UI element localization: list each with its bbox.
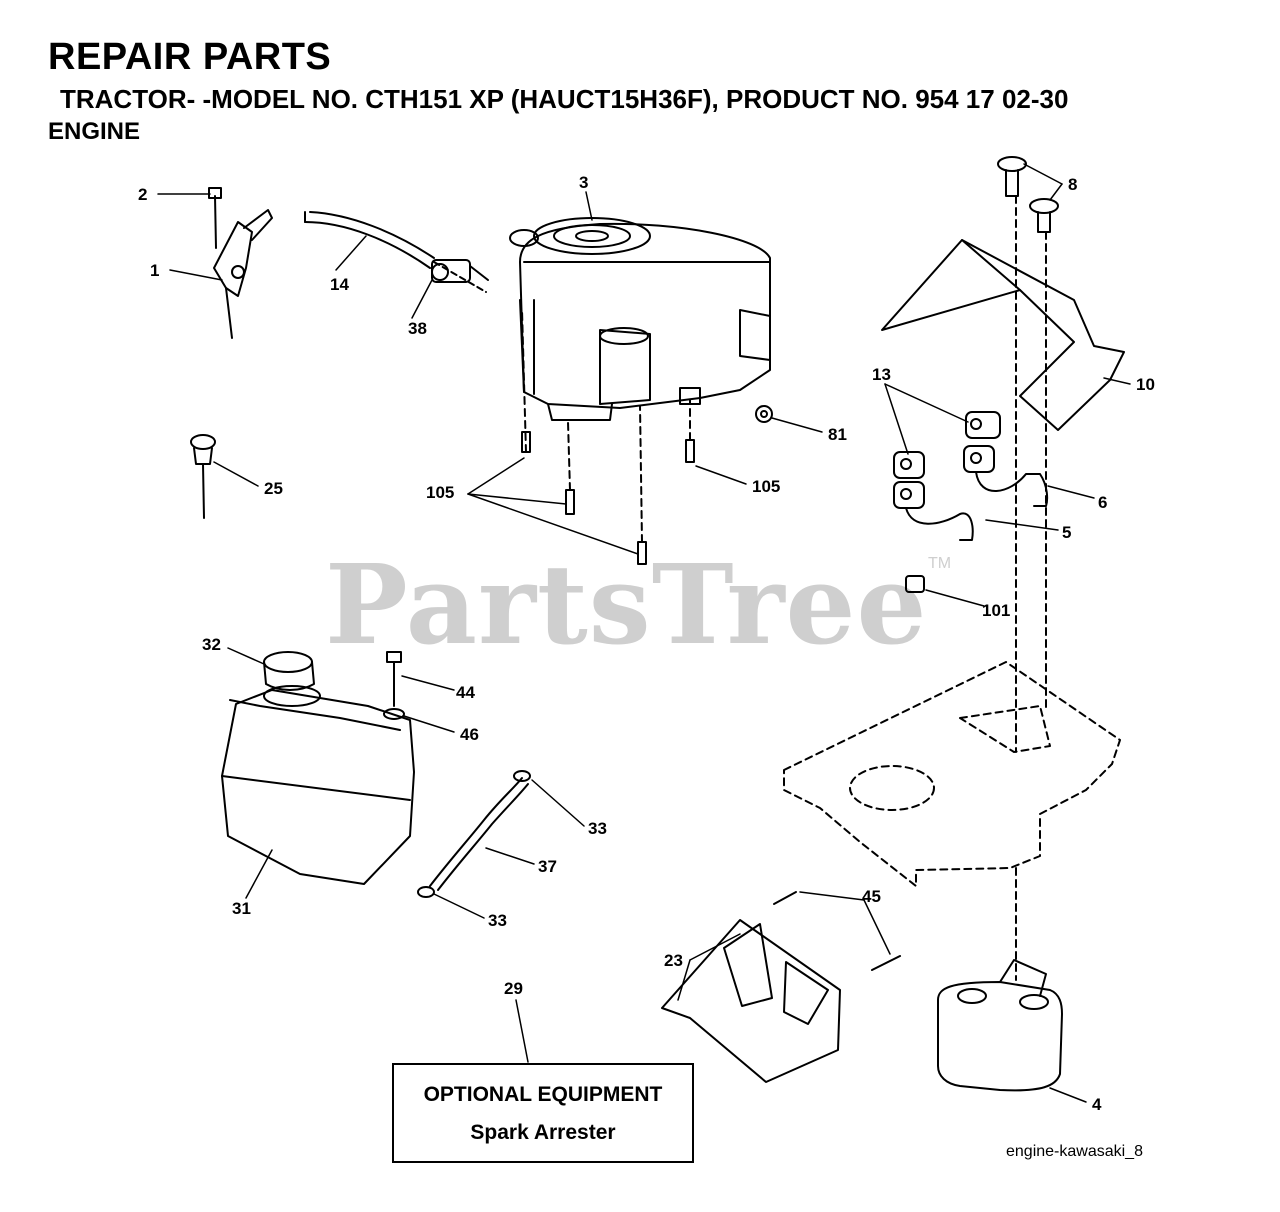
part-engine-bolts (521, 431, 695, 565)
optional-equipment-item: Spark Arrester (470, 1121, 616, 1144)
callout-14: 14 (330, 275, 349, 294)
callout-33b: 33 (488, 911, 507, 930)
callout-31: 31 (232, 899, 251, 918)
callout-46: 46 (460, 725, 479, 744)
callout-29: 29 (504, 979, 523, 998)
part-engine (509, 217, 771, 421)
callout-45: 45 (862, 887, 881, 906)
model-subtitle: TRACTOR- -MODEL NO. CTH151 XP (HAUCT15H3… (60, 84, 1069, 114)
callout-4: 4 (1092, 1095, 1102, 1114)
part-spacer-101 (905, 575, 925, 593)
callout-13: 13 (872, 365, 891, 384)
leader-lines (157, 163, 1131, 1103)
part-heat-shield (881, 239, 1125, 431)
callout-23: 23 (664, 951, 683, 970)
page-title: REPAIR PARTS (48, 36, 332, 78)
callout-3: 3 (579, 173, 588, 192)
optional-equipment-title: OPTIONAL EQUIPMENT (423, 1083, 663, 1106)
callout-25: 25 (264, 479, 283, 498)
callout-101: 101 (982, 601, 1010, 620)
callout-105b: 105 (752, 477, 780, 496)
callout-10: 10 (1136, 375, 1155, 394)
part-nut-81 (755, 405, 773, 423)
callout-105a: 105 (426, 483, 454, 502)
optional-equipment-box: OPTIONAL EQUIPMENT Spark Arrester (392, 1063, 694, 1163)
part-exhaust-pipes (893, 411, 1049, 541)
callout-2: 2 (138, 185, 147, 204)
callout-38: 38 (408, 319, 427, 338)
part-dipstick (190, 434, 216, 519)
callout-5: 5 (1062, 523, 1071, 542)
callout-44: 44 (456, 683, 475, 702)
watermark-logo: PartsTree (325, 540, 928, 669)
part-fuel-hose (417, 770, 531, 898)
section-title: ENGINE (48, 118, 141, 145)
part-screws-8 (997, 156, 1059, 233)
callout-labels: 1 2 3 8 14 38 10 13 81 105 105 25 6 5 10… (138, 173, 1155, 1114)
part-fuel-line (304, 211, 489, 283)
callout-8: 8 (1068, 175, 1077, 194)
part-shield-plate (661, 891, 901, 1083)
part-screw-44 (383, 651, 405, 720)
callout-1: 1 (150, 261, 159, 280)
part-muffler (937, 959, 1063, 1092)
callout-33a: 33 (588, 819, 607, 838)
callout-6: 6 (1098, 493, 1107, 512)
tractor-frame (521, 195, 1121, 981)
diagram-reference: engine-kawasaki_8 (1006, 1143, 1143, 1160)
part-throttle-control (208, 187, 273, 339)
callout-37: 37 (538, 857, 557, 876)
callout-32: 32 (202, 635, 221, 654)
watermark-trademark: TM (928, 555, 952, 572)
callout-81: 81 (828, 425, 847, 444)
part-fuel-tank (221, 651, 415, 885)
